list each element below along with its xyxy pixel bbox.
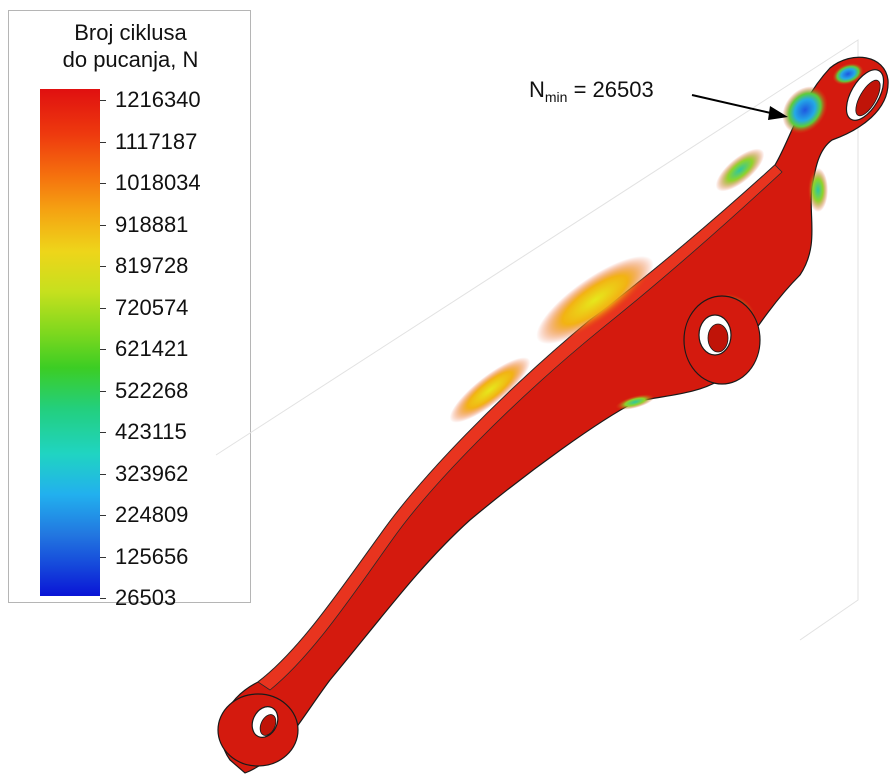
hotspot-blue-upper-zone	[832, 63, 864, 85]
color-legend: Broj ciklusa do pucanja, N 1216340 111718…	[8, 10, 252, 610]
legend-tick-mark	[100, 266, 106, 267]
legend-tick-mark	[100, 598, 106, 599]
hotspot-blue-min-zone	[782, 86, 828, 134]
legend-tick-label: 423115	[115, 419, 187, 444]
middle-boss	[683, 295, 761, 385]
legend-tick-mark	[100, 100, 106, 101]
min-annotation-arrow	[691, 94, 788, 120]
legend-tick-label: 522268	[115, 377, 189, 403]
legend-tick-mark	[100, 307, 106, 309]
legend-tick-label: 819728	[115, 253, 189, 278]
hotspot-yellow-zone	[536, 255, 654, 345]
hotspot-yellow-zone-2	[449, 357, 531, 423]
hotspot-green-bottom-edge	[615, 394, 655, 410]
legend-tick-label: 224809	[115, 502, 189, 527]
legend-tick-label: 1216340	[115, 87, 201, 112]
legend-title-line-1: Broj ciklusa	[74, 20, 187, 45]
legend-title-line-2: do pucanja, N	[62, 47, 199, 72]
min-cycles-annotation: Nmin = 26503	[529, 77, 654, 105]
ground-plane-line	[215, 39, 859, 641]
annotation-value: = 26503	[567, 77, 654, 102]
legend-tick-mark	[100, 556, 106, 558]
bracket-body	[220, 56, 889, 774]
legend-tick-label: 1117187	[115, 128, 198, 154]
top-lug	[845, 69, 885, 121]
legend-tick-label: 125656	[115, 543, 189, 569]
legend-tick-label: 720574	[115, 294, 189, 320]
legend-tick-label: 26503	[115, 585, 177, 610]
legend-tick-mark	[100, 432, 106, 433]
legend-tick-mark	[100, 183, 106, 184]
legend-tick-label: 918881	[115, 211, 189, 237]
color-scale-bar	[40, 89, 100, 596]
legend-title: Broj ciklusa do pucanja, N	[9, 19, 252, 73]
legend-tick-mark	[100, 349, 106, 350]
legend-tick-mark	[100, 515, 106, 516]
legend-tick-mark	[100, 141, 106, 143]
legend-tick-mark	[100, 473, 106, 475]
legend-tick-label: 621421	[115, 336, 189, 361]
annotation-subscript: min	[544, 89, 568, 105]
bottom-lug	[217, 693, 299, 767]
hotspot-green-lower-zone	[808, 168, 828, 212]
legend-tick-mark	[100, 390, 106, 392]
hotspot-green-zone	[715, 148, 765, 192]
legend-tick-label: 323962	[115, 460, 189, 486]
legend-tick-label: 1018034	[115, 170, 201, 195]
annotation-symbol: N	[529, 77, 545, 102]
bracket-top-face	[257, 164, 783, 691]
legend-tick-mark	[100, 224, 106, 226]
